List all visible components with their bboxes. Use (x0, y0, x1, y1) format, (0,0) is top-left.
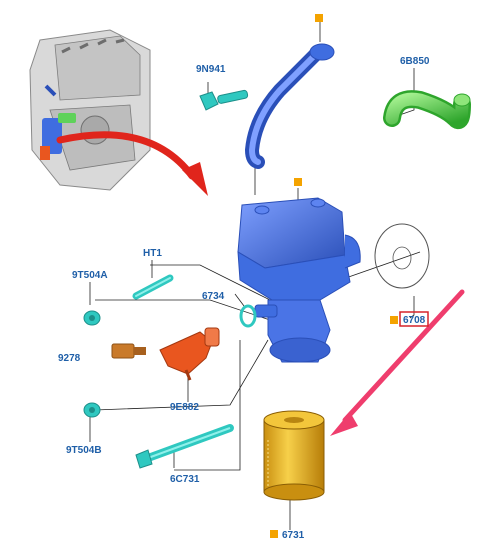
marker-housing (294, 178, 302, 186)
marker-top (315, 14, 323, 22)
coolant-hose (383, 90, 471, 130)
label-coolant-hose: 6B850 (400, 56, 430, 67)
bolt (135, 424, 234, 469)
screw-b (83, 402, 101, 418)
label-bolt: 6C731 (170, 474, 200, 485)
label-plug: HT1 (143, 248, 162, 259)
plug (132, 274, 174, 300)
sensor (111, 343, 146, 359)
label-screw-a: 9T504A (72, 270, 108, 281)
oil-filter-housing (237, 197, 361, 363)
label-gasket-ring: 6734 (202, 291, 225, 302)
gasket-ring (239, 304, 257, 328)
marker-filter (270, 530, 278, 538)
screw-a (83, 310, 101, 326)
housing-gasket (374, 223, 430, 289)
highlight-box (399, 311, 429, 327)
label-oil-filter: 6731 (282, 530, 305, 541)
marker-gasket (390, 316, 398, 324)
label-screw-b: 9T504B (66, 445, 102, 456)
curved-arrow-icon (56, 131, 208, 196)
label-housing-gasket: 6708 (403, 315, 426, 326)
label-oil-cooler-pipe: 9N941 (196, 64, 226, 75)
label-solenoid: 9E882 (170, 402, 199, 413)
oil-filter (263, 410, 325, 501)
solenoid (159, 327, 220, 381)
engine-block-icon (29, 29, 151, 191)
label-sensor: 9278 (58, 353, 81, 364)
arrow-icon (330, 289, 465, 436)
bolt-9n941 (199, 89, 249, 111)
oil-cooler-pipe (244, 43, 335, 169)
